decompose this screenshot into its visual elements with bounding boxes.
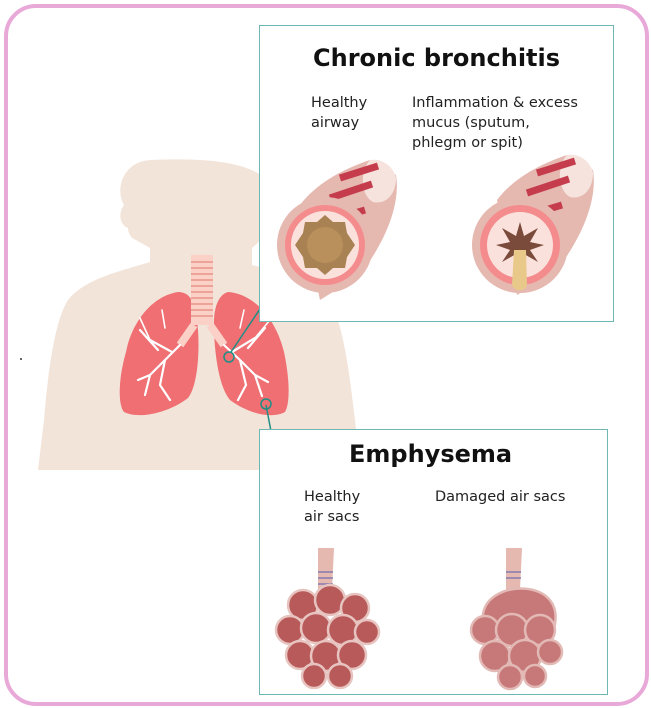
chronic-bronchitis-title: Chronic bronchitis — [313, 44, 560, 72]
inflamed-airway-label: Inflammation & excess mucus (sputum, phl… — [412, 93, 578, 153]
emphysema-panel — [259, 429, 608, 695]
stray-dot — [20, 358, 22, 360]
healthy-air-sacs-label: Healthy air sacs — [304, 487, 360, 527]
emphysema-title: Emphysema — [349, 440, 512, 468]
healthy-airway-label: Healthy airway — [311, 93, 367, 133]
damaged-air-sacs-label: Damaged air sacs — [435, 487, 565, 507]
